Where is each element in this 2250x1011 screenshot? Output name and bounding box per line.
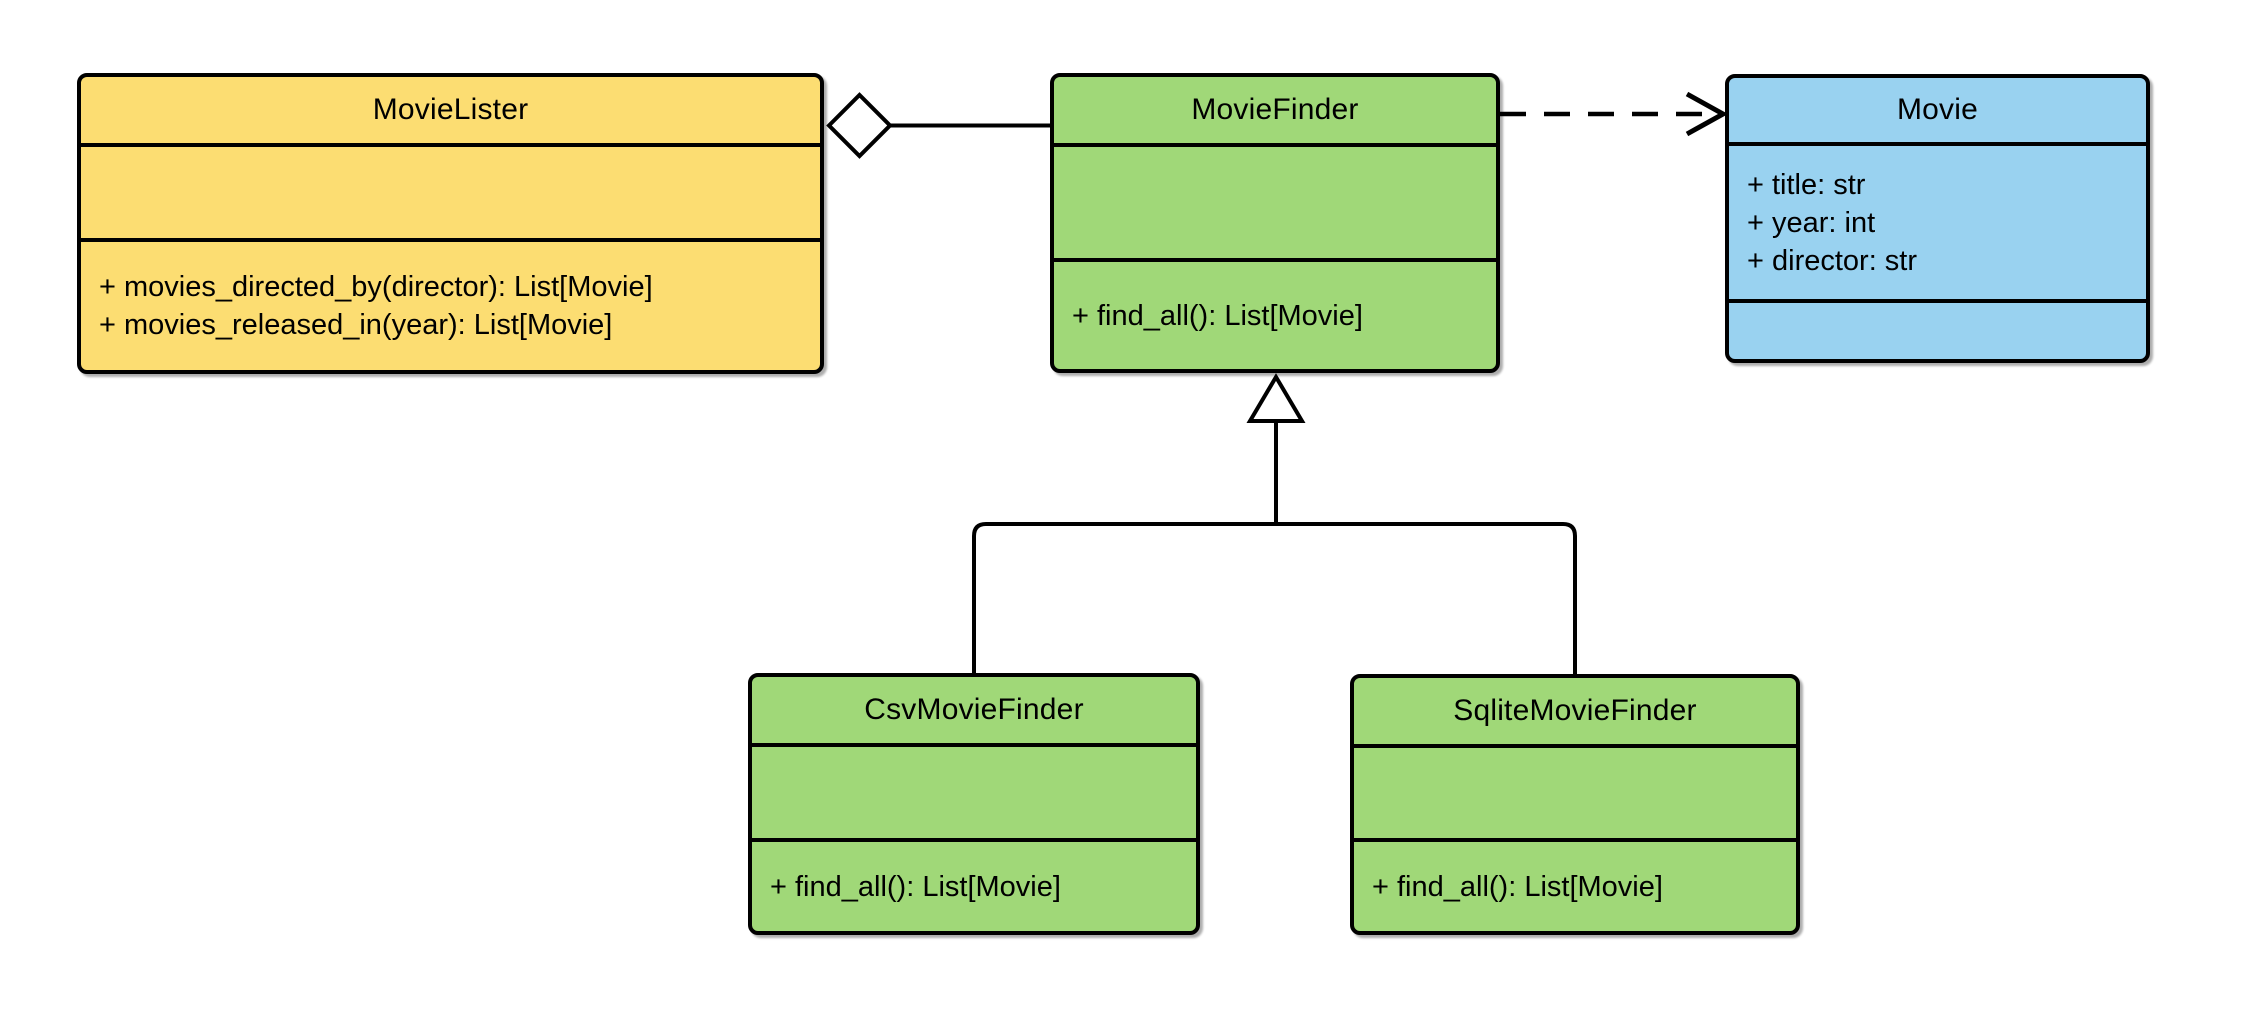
class-box-moviefinder[interactable]: MovieFinder + find_all(): List[Movie] [1050, 73, 1500, 373]
attributes-compartment: + title: str + year: int + director: str [1729, 142, 2146, 299]
class-box-movielister[interactable]: MovieLister + movies_directed_by(directo… [77, 73, 824, 374]
class-name: Movie [1896, 93, 1979, 126]
methods-compartment: + find_all(): List[Movie] [752, 838, 1196, 931]
methods-compartment: + find_all(): List[Movie] [1054, 258, 1496, 369]
method-item: + find_all(): List[Movie] [1372, 870, 1663, 903]
methods-compartment [1729, 299, 2146, 359]
class-name: CsvMovieFinder [864, 693, 1084, 726]
class-box-movie[interactable]: Movie + title: str + year: int + directo… [1725, 74, 2150, 363]
method-item: + movies_directed_by(director): List[Mov… [99, 271, 653, 303]
aggregation-diamond-marker [826, 92, 893, 159]
inheritance-edges-to-moviefinder[interactable] [972, 373, 1577, 674]
methods-compartment: + find_all(): List[Movie] [1354, 838, 1796, 931]
methods-compartment: + movies_directed_by(director): List[Mov… [81, 238, 820, 370]
class-header: Movie [1729, 78, 2146, 142]
method-item: + find_all(): List[Movie] [770, 870, 1061, 903]
attribute-item: + title: str [1747, 168, 1866, 201]
attributes-compartment [81, 143, 820, 238]
class-name: MovieFinder [1191, 93, 1359, 126]
attributes-compartment [1354, 744, 1796, 838]
attribute-item: + director: str [1747, 244, 1918, 277]
method-item: + find_all(): List[Movie] [1072, 299, 1363, 332]
method-item: + movies_released_in(year): List[Movie] [99, 309, 613, 341]
class-name: MovieLister [372, 93, 529, 126]
hollow-triangle-marker [1246, 373, 1306, 423]
dependency-edge-moviefinder-movie[interactable] [1500, 91, 1729, 137]
open-arrowhead-marker [1685, 91, 1729, 137]
attributes-compartment [752, 743, 1196, 838]
class-header: SqliteMovieFinder [1354, 678, 1796, 744]
class-header: CsvMovieFinder [752, 677, 1196, 743]
class-header: MovieFinder [1054, 77, 1496, 143]
class-header: MovieLister [81, 77, 820, 143]
attribute-item: + year: int [1747, 206, 1876, 239]
class-name: SqliteMovieFinder [1453, 694, 1697, 727]
aggregation-edge-movielister-moviefinder[interactable] [826, 92, 1050, 159]
attributes-compartment [1054, 143, 1496, 258]
class-box-sqlitemoviefinder[interactable]: SqliteMovieFinder + find_all(): List[Mov… [1350, 674, 1800, 935]
class-box-csvmoviefinder[interactable]: CsvMovieFinder + find_all(): List[Movie] [748, 673, 1200, 935]
